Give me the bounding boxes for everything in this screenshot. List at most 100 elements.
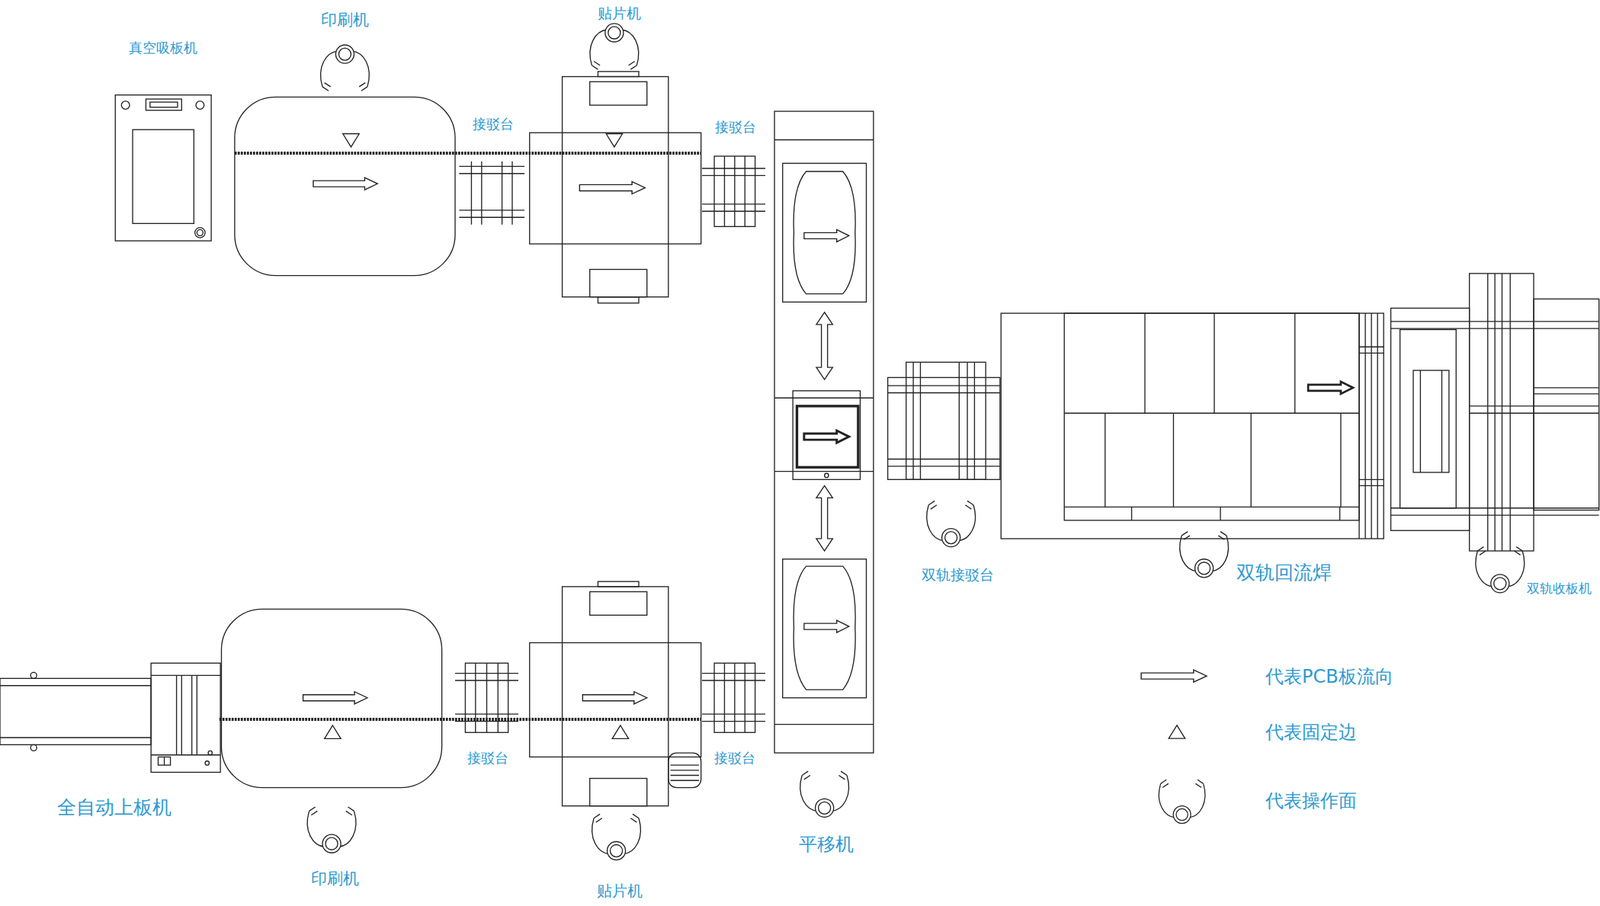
machine-label: 真空吸板机 (128, 40, 198, 56)
operator-mark (320, 44, 370, 91)
machine-label: 双轨回流焊 (1236, 563, 1332, 585)
board-loader (0, 686, 151, 738)
dual-rail-dock (888, 377, 1001, 480)
board-unloader (1420, 370, 1442, 473)
machine-label: 接驳台 (715, 119, 757, 135)
loader-machine: 真空吸板机 (115, 94, 212, 241)
board-loader (150, 663, 221, 773)
board-loader (0, 663, 221, 773)
placement-machine (589, 81, 648, 106)
dock-station (458, 161, 525, 225)
vacuum-loader (196, 229, 203, 236)
fixed-edge-mark (324, 134, 629, 740)
shuttle-machine (774, 140, 874, 725)
operator-mark (589, 23, 639, 70)
board-loader (30, 744, 37, 751)
machine-label: 双轨收板机 (1526, 581, 1592, 597)
operator-mark (307, 807, 356, 853)
flow-arrow (579, 181, 645, 194)
conveyor-rail (219, 718, 702, 722)
board-loader (30, 672, 37, 679)
machine-label: 接驳台 (472, 116, 514, 132)
vacuum-loader (115, 95, 212, 241)
placement-machine (529, 132, 702, 244)
board-loader (163, 756, 165, 766)
dock-station: 双轨接驳台 (888, 362, 1001, 480)
flow-arrow (804, 620, 850, 633)
board-unloader (1391, 307, 1470, 531)
placement-machine (562, 76, 669, 298)
machine-label: 印刷机 (311, 870, 360, 889)
legend-symbol (1168, 725, 1185, 739)
placement-machine: 贴片机 (529, 71, 702, 304)
vacuum-loader (121, 101, 130, 110)
legend-row: 代表操作面 (1122, 770, 1504, 832)
shuttle-machine (816, 312, 833, 380)
shuttle-machine (793, 566, 856, 690)
conveyor-rail (234, 151, 702, 155)
flow-arrow (582, 692, 647, 705)
operator-mark (1179, 532, 1229, 578)
reflow-oven (1064, 313, 1360, 414)
dock-station: 接驳台 (702, 663, 766, 733)
board-loader (208, 750, 212, 755)
legend-swatch (1122, 770, 1225, 832)
flow-arrow (804, 229, 850, 242)
placement-machine: 贴片机 (529, 581, 702, 807)
board-loader (150, 675, 221, 755)
legend-text: 代表固定边 (1265, 722, 1357, 743)
dock-station: 接驳台 (702, 156, 766, 227)
machine-label: 双轨接驳台 (921, 566, 994, 583)
fixed-edge-mark (324, 725, 341, 739)
board-loader (157, 756, 170, 766)
legend-text: 代表操作面 (1265, 791, 1357, 812)
fixed-edge-mark (343, 134, 360, 148)
fixed-edge-mark (606, 134, 623, 148)
dual-rail-dock (888, 385, 1001, 467)
dual-rail-dock (913, 362, 975, 480)
placement-machine (597, 71, 639, 77)
printer-machine (221, 609, 442, 788)
shuttle-machine (793, 171, 856, 295)
board-loader (205, 761, 209, 766)
placement-machine (529, 71, 702, 304)
board-unloader (1413, 370, 1450, 473)
board-unloader (1469, 273, 1534, 552)
shuttle-machine (774, 111, 874, 754)
dock-station (475, 663, 498, 733)
printer-machine (234, 96, 456, 276)
placement-machine (529, 581, 702, 807)
dock-station (702, 168, 766, 212)
placement-machine (597, 581, 639, 587)
shuttle-machine (774, 397, 874, 472)
placement-machine (589, 592, 648, 616)
board-unloader (1533, 298, 1600, 510)
dock-station (702, 663, 766, 733)
board-unloader (1400, 330, 1457, 509)
legend-symbol (1158, 779, 1206, 824)
dock-station (471, 161, 513, 225)
machine-label: 接驳台 (467, 750, 509, 767)
printer-machine: 印刷机 (234, 96, 456, 276)
dock-station (724, 156, 745, 227)
shuttle-machine: 平移机 (774, 111, 874, 754)
fixed-edge-mark (612, 725, 629, 739)
legend-text: 代表PCB板流向 (1265, 666, 1394, 687)
shuttle-machine (774, 111, 874, 754)
shuttle-machine (792, 391, 860, 480)
legend-row: 代表固定边 (1122, 702, 1504, 764)
placement-machine (562, 586, 669, 807)
operator-mark (592, 814, 642, 860)
machine-label: 接驳台 (714, 750, 756, 767)
operator-mark (800, 771, 850, 818)
vacuum-loader (132, 129, 194, 224)
placement-machine (597, 297, 639, 304)
vacuum-loader (195, 227, 206, 238)
reflow-oven: 双轨回流焊 (1000, 313, 1384, 539)
flow-arrow (303, 177, 1354, 705)
dock-station (724, 663, 745, 733)
legend-row: 代表PCB板流向 (1122, 645, 1504, 707)
printer-machine: 印刷机 (221, 609, 442, 788)
board-loader (0, 678, 151, 745)
placement-machine (589, 269, 648, 298)
